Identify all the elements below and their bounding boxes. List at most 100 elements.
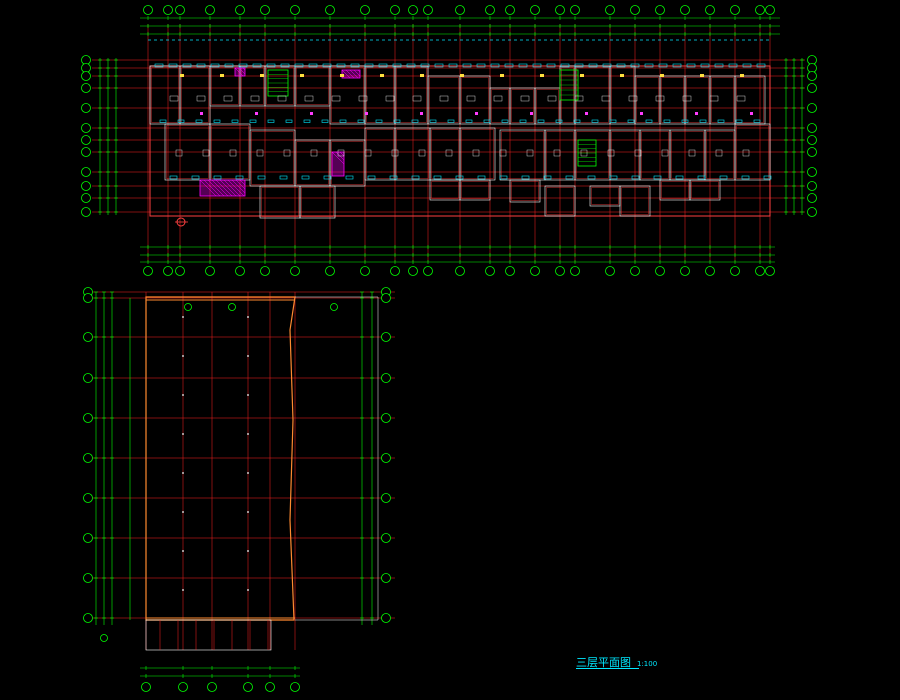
column-mark [182,316,184,318]
room-partition [641,131,669,179]
axis-bubble-icon [143,5,153,15]
column-mark [182,589,184,591]
window-mark [339,119,347,123]
window-mark [411,119,419,123]
window-mark [763,175,772,180]
axis-bubble-icon [408,266,418,276]
column-mark [247,355,249,357]
axis-bubble-icon [265,682,275,692]
axis-bubble-icon [83,493,93,503]
window-mark [420,63,430,68]
axis-bubble-icon [381,533,391,543]
window-mark [411,175,420,180]
axis-bubble-icon [325,266,335,276]
fixture [304,95,314,102]
axis-bubble-icon [408,5,418,15]
room-partition [181,67,209,123]
window-mark [588,63,598,68]
axis-bubble-icon [81,71,91,81]
window-mark [364,63,374,68]
room-partition [611,131,639,179]
window-mark [321,119,329,123]
room-partition [576,131,609,179]
axis-bubble-icon [83,533,93,543]
fixture [445,149,453,157]
column-mark [247,472,249,474]
window-mark [537,119,545,123]
axis-bubble-icon [381,453,391,463]
room-outline [709,75,736,125]
room-outline [619,185,651,217]
window-mark [756,63,766,68]
room-partition [621,187,649,215]
axis-bubble-icon [260,5,270,15]
axis-bubble-icon [505,5,515,15]
window-mark [476,63,486,68]
axis-bubble-icon [455,5,465,15]
axis-bubble-icon [807,193,817,203]
room-outline [609,129,641,181]
window-mark [267,119,275,123]
hatch-stroke [219,179,237,197]
window-mark [375,119,383,123]
axis-bubble-icon [81,83,91,93]
window-mark [257,175,266,180]
fixture [331,95,341,102]
garage-layer [100,296,379,651]
room-partition [546,187,574,215]
title-underline [576,668,640,669]
hatch-stroke [207,179,225,197]
axis-bubble-icon [175,266,185,276]
axis-bubble-icon [381,413,391,423]
window-mark [447,119,455,123]
window-mark [195,119,203,123]
axis-bubble-icon [178,682,188,692]
fixture [310,149,318,157]
hatch-stroke [345,69,355,79]
hatch-stroke [203,179,221,197]
axis-bubble-icon [83,293,93,303]
marker-yellow [740,74,744,77]
window-mark [336,63,346,68]
axis-bubble-icon [290,5,300,15]
axis-bubble-icon [163,5,173,15]
axis-bubble-icon [485,266,495,276]
hatch-stroke [211,179,229,197]
room-partition [686,77,709,123]
fixture [742,149,750,157]
fixture [169,95,179,102]
window-mark [700,63,710,68]
window-mark [462,63,472,68]
room-partition [211,125,249,179]
window-mark [465,119,473,123]
hatch-stroke [238,67,246,75]
axis-bubble-icon [680,5,690,15]
window-mark [433,175,442,180]
column-mark [182,472,184,474]
window-mark [168,63,178,68]
fixture [709,95,719,102]
room-partition [706,131,734,179]
room-outline [534,87,561,125]
window-mark [169,175,178,180]
room-outline [249,129,296,187]
window-mark [565,175,574,180]
hatch-stroke [215,179,233,197]
room-partition [546,131,574,179]
fixture [439,95,449,102]
window-mark [378,63,388,68]
window-mark [697,175,706,180]
room-outline [509,179,541,203]
room-outline [734,75,766,125]
room-partition [511,89,534,123]
fixture [283,149,291,157]
room-outline [489,87,511,125]
column-mark [182,511,184,513]
hatch-stroke [349,69,359,79]
hatch-area [234,67,246,77]
axis-bubble-icon [325,5,335,15]
room-partition [261,187,299,217]
window-mark [285,119,293,123]
